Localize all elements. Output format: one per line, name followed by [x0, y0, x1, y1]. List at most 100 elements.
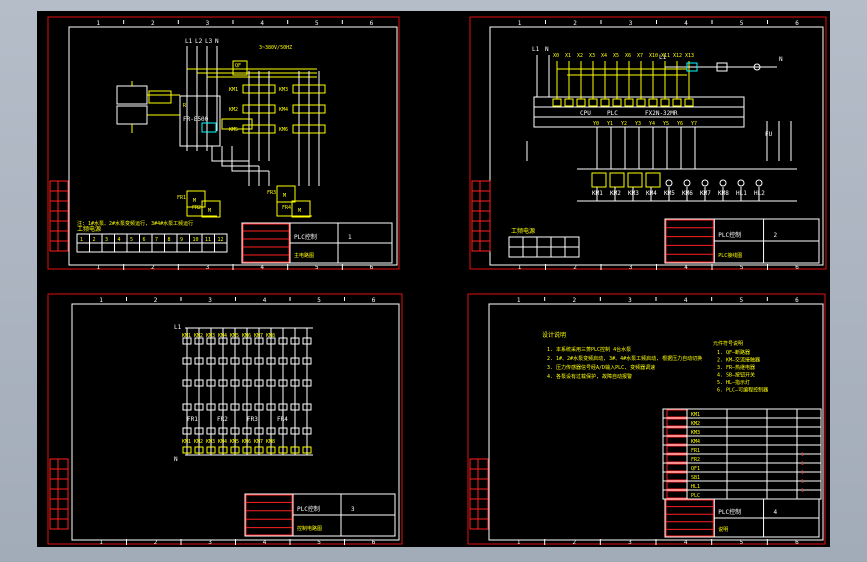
coil-lamp	[683, 179, 691, 187]
rung-coil-tag: KM5	[230, 439, 239, 445]
coil-tag: KM3	[628, 190, 639, 197]
rung-contact	[290, 403, 300, 411]
supply-note: 3~380V/50HZ	[259, 45, 292, 51]
coil-tag: KM7	[700, 190, 711, 197]
rung-tag: KM6	[242, 333, 251, 339]
input-label-N: N	[545, 46, 549, 53]
grid-number: 5	[740, 297, 744, 304]
output-label: Y6	[677, 121, 683, 127]
grid-number: 4	[263, 539, 267, 546]
rung-contact	[302, 357, 312, 365]
input-terminal	[624, 98, 634, 107]
relay-tag: FR1	[177, 195, 186, 201]
sheet3-outer-border	[47, 293, 403, 545]
parts-qty: 1	[801, 479, 804, 485]
contactor-tag: KM6	[279, 127, 288, 133]
output-label: Y0	[593, 121, 599, 127]
title-block-company: PLC控制	[294, 233, 317, 241]
rung-coil	[218, 446, 228, 454]
table-cell: 7	[155, 237, 158, 243]
motor-frame	[291, 200, 311, 218]
rung-contact	[230, 337, 240, 345]
rung-contact	[266, 403, 276, 411]
coil-tag: HL2	[754, 190, 765, 197]
power-bus-wires	[186, 46, 218, 151]
rung-contact	[242, 379, 252, 387]
table-cell: 4	[118, 237, 121, 243]
title-block-sign-area	[242, 223, 290, 263]
input-label: X6	[625, 53, 631, 59]
coil-lamp	[665, 179, 673, 187]
contactor-tag: KM1	[229, 87, 238, 93]
rung-contact	[278, 427, 288, 435]
rung-contact	[254, 379, 264, 387]
input-terminal	[648, 98, 658, 107]
sheet2-inner-border	[489, 26, 824, 266]
rung-contact	[290, 427, 300, 435]
rung-contact	[206, 427, 216, 435]
grid-number: 1	[96, 264, 100, 271]
contactor-symbol	[292, 124, 326, 134]
rung-coil	[290, 446, 300, 454]
rung-contact	[206, 379, 216, 387]
lamp-relay	[716, 62, 728, 72]
input-label: X3	[589, 53, 595, 59]
rung-contact	[182, 337, 192, 345]
rung-contact	[242, 427, 252, 435]
rung-contact	[230, 403, 240, 411]
rung-contact	[254, 357, 264, 365]
rung-contact	[194, 403, 204, 411]
coil-tag: KM5	[664, 190, 675, 197]
grid-number: 3	[629, 20, 633, 27]
parts-qty: 1	[801, 488, 804, 494]
contactor-symbol	[242, 84, 276, 94]
contactor-symbol	[242, 124, 276, 134]
rung-coil	[230, 446, 240, 454]
legend-line: 2. KM—交流接触器	[717, 357, 760, 364]
vfd-label: FR-E500	[183, 116, 209, 123]
rung-relay-tag: FR3	[247, 416, 258, 423]
rung-contact	[302, 427, 312, 435]
rung-contact	[278, 379, 288, 387]
table-cell: 11	[205, 237, 211, 243]
grid-number: 6	[795, 539, 799, 546]
table-cell: 9	[180, 237, 183, 243]
legend-line: 6. PLC—可编程控制器	[717, 387, 768, 394]
rung-tag: KM8	[266, 333, 275, 339]
rung-contact	[278, 403, 288, 411]
title-block-sign-area	[245, 494, 293, 536]
grid-number: 6	[372, 297, 376, 304]
rung-tag: KM4	[218, 333, 227, 339]
grid-number: 2	[151, 264, 155, 271]
rung-coil-tag: KM3	[206, 439, 215, 445]
lamp-N: N	[779, 56, 783, 63]
coil-box	[609, 172, 625, 188]
parts-red-cell	[666, 472, 688, 481]
grid-number: 1	[517, 539, 521, 546]
grid-number: 3	[208, 539, 212, 546]
grid-number: 3	[629, 264, 633, 271]
rung-contact	[230, 357, 240, 365]
motor-label: M	[298, 208, 301, 214]
rung-contact	[266, 379, 276, 387]
rung-coil-tag: KM4	[218, 439, 227, 445]
breaker-tag: QF	[235, 63, 241, 69]
note-line: 3. 压力传感器信号经A/D输入PLC, 变频器调速	[547, 364, 655, 371]
grid-number: 4	[684, 264, 688, 271]
rung-contact	[182, 357, 192, 365]
input-label: X2	[577, 53, 583, 59]
label-L1: L1	[185, 38, 193, 45]
parts-red-cell	[666, 409, 688, 418]
vfd-box	[179, 95, 221, 147]
coil-lamp	[701, 179, 709, 187]
